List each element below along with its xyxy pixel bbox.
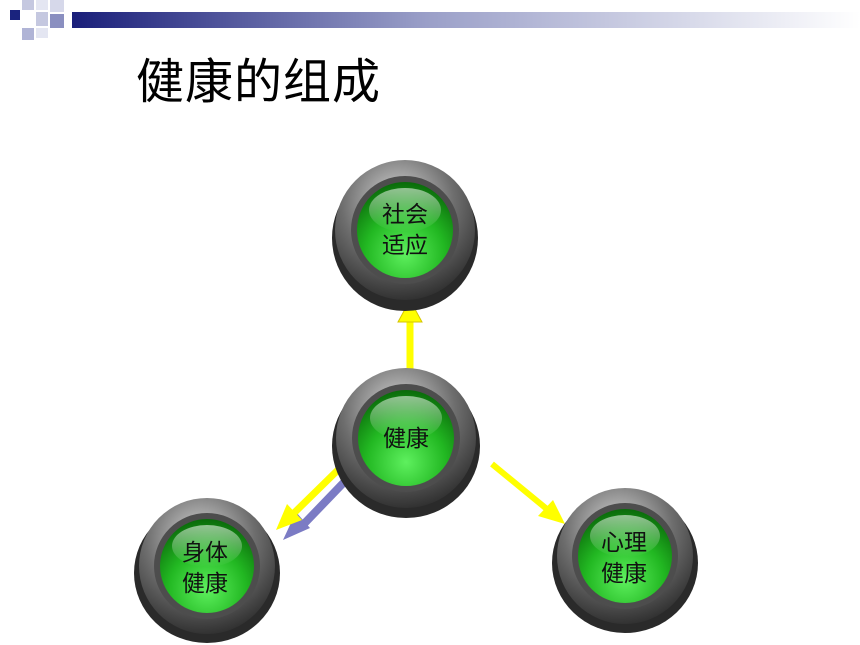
arrow-to-right — [490, 461, 565, 524]
header-band — [72, 12, 860, 28]
node-physical-health: 身体 健康 — [134, 498, 280, 643]
header-decoration — [10, 0, 860, 40]
node-physical-label-1: 身体 — [182, 540, 228, 566]
arrow-to-left — [276, 463, 353, 540]
node-mental-label-2: 健康 — [601, 561, 647, 587]
arrow-to-top — [397, 298, 423, 378]
node-mental-health: 心理 健康 — [552, 488, 698, 633]
slide-title: 健康的组成 — [136, 54, 382, 110]
node-health-center: 健康 — [332, 368, 480, 518]
node-mental-label-1: 心理 — [601, 530, 647, 556]
node-health-label: 健康 — [383, 426, 429, 452]
node-social-label-2: 适应 — [382, 233, 428, 259]
node-social-label-1: 社会 — [382, 202, 428, 228]
node-social-adaptation: 社会 适应 — [332, 160, 478, 311]
header-squares — [10, 0, 64, 40]
node-physical-label-2: 健康 — [182, 571, 228, 597]
